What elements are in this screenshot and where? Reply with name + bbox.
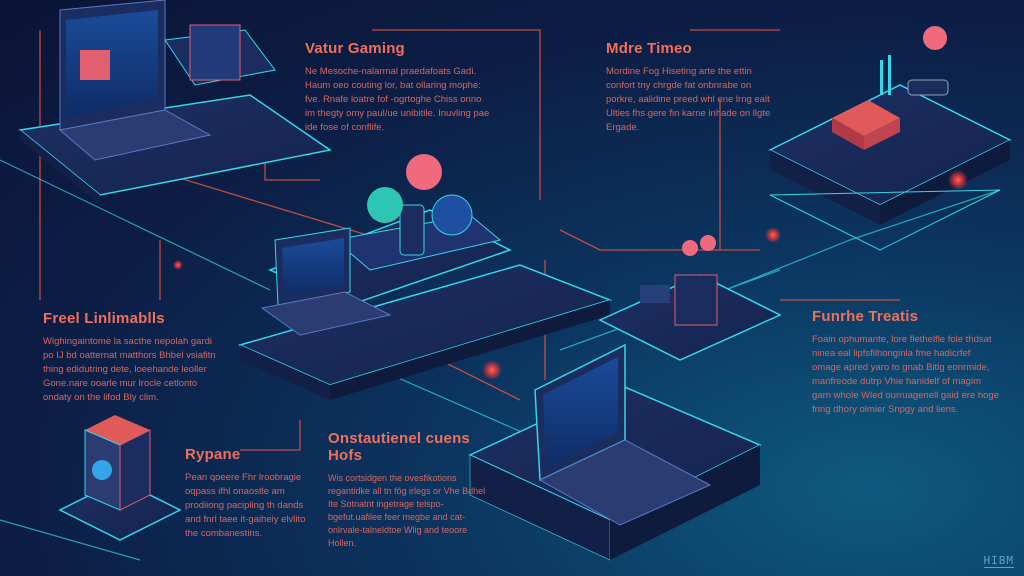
center-platform: [260, 154, 512, 336]
section-body: Pean qoeere Fhr lroobragie oqpass ifhl o…: [185, 472, 306, 539]
device-platform-mid-right: [598, 235, 782, 361]
section-rypane: Rypane Pean qoeere Fhr lroobragie oqpass…: [185, 446, 310, 541]
section-title: Rypane: [185, 446, 241, 463]
section-body: Foain ophumante, lore flethelfle fole th…: [812, 334, 999, 415]
section-vatur-gaming: Vatur Gaming Ne Mesoche-nalarmal praedaf…: [305, 40, 490, 135]
laptop-platform-top-left: [18, 0, 332, 205]
laptop-platform-bottom: [468, 343, 762, 561]
server-platform-top-right: [768, 26, 1012, 251]
section-body: Mordine Fog Hiseting arte the ettin conf…: [606, 66, 771, 133]
glow-dots: [173, 170, 968, 380]
section-body: Ne Mesoche-nalarmal praedafoats Gadi. Ha…: [305, 66, 490, 133]
section-body: Wighingaintome la sacthe nepolah gardi p…: [43, 336, 216, 403]
slab-platform: [237, 264, 613, 400]
section-title: Vatur Gaming: [305, 40, 405, 57]
section-title: Mdre Timeo: [606, 40, 692, 57]
cube-platform-bottom-left: [58, 415, 182, 541]
section-freel-linlimablls: Freel Linlimablls Wighingaintome la sact…: [43, 310, 223, 405]
logo: HIBM: [983, 554, 1014, 568]
section-body: Wis cortsidgen the ovesfikotions reganti…: [328, 473, 486, 548]
section-title: Freel Linlimablls: [43, 310, 165, 327]
section-title: Onstautienel cuens Hofs: [328, 430, 470, 464]
section-onstautienel: Onstautienel cuens Hofs Wis cortsidgen t…: [328, 430, 488, 550]
section-title: Funrhe Treatis: [812, 308, 919, 325]
section-mdre-timeo: Mdre Timeo Mordine Fog Hiseting arte the…: [606, 40, 771, 135]
section-funrhe-treatis: Funrhe Treatis Foain ophumante, lore fle…: [812, 308, 1002, 417]
